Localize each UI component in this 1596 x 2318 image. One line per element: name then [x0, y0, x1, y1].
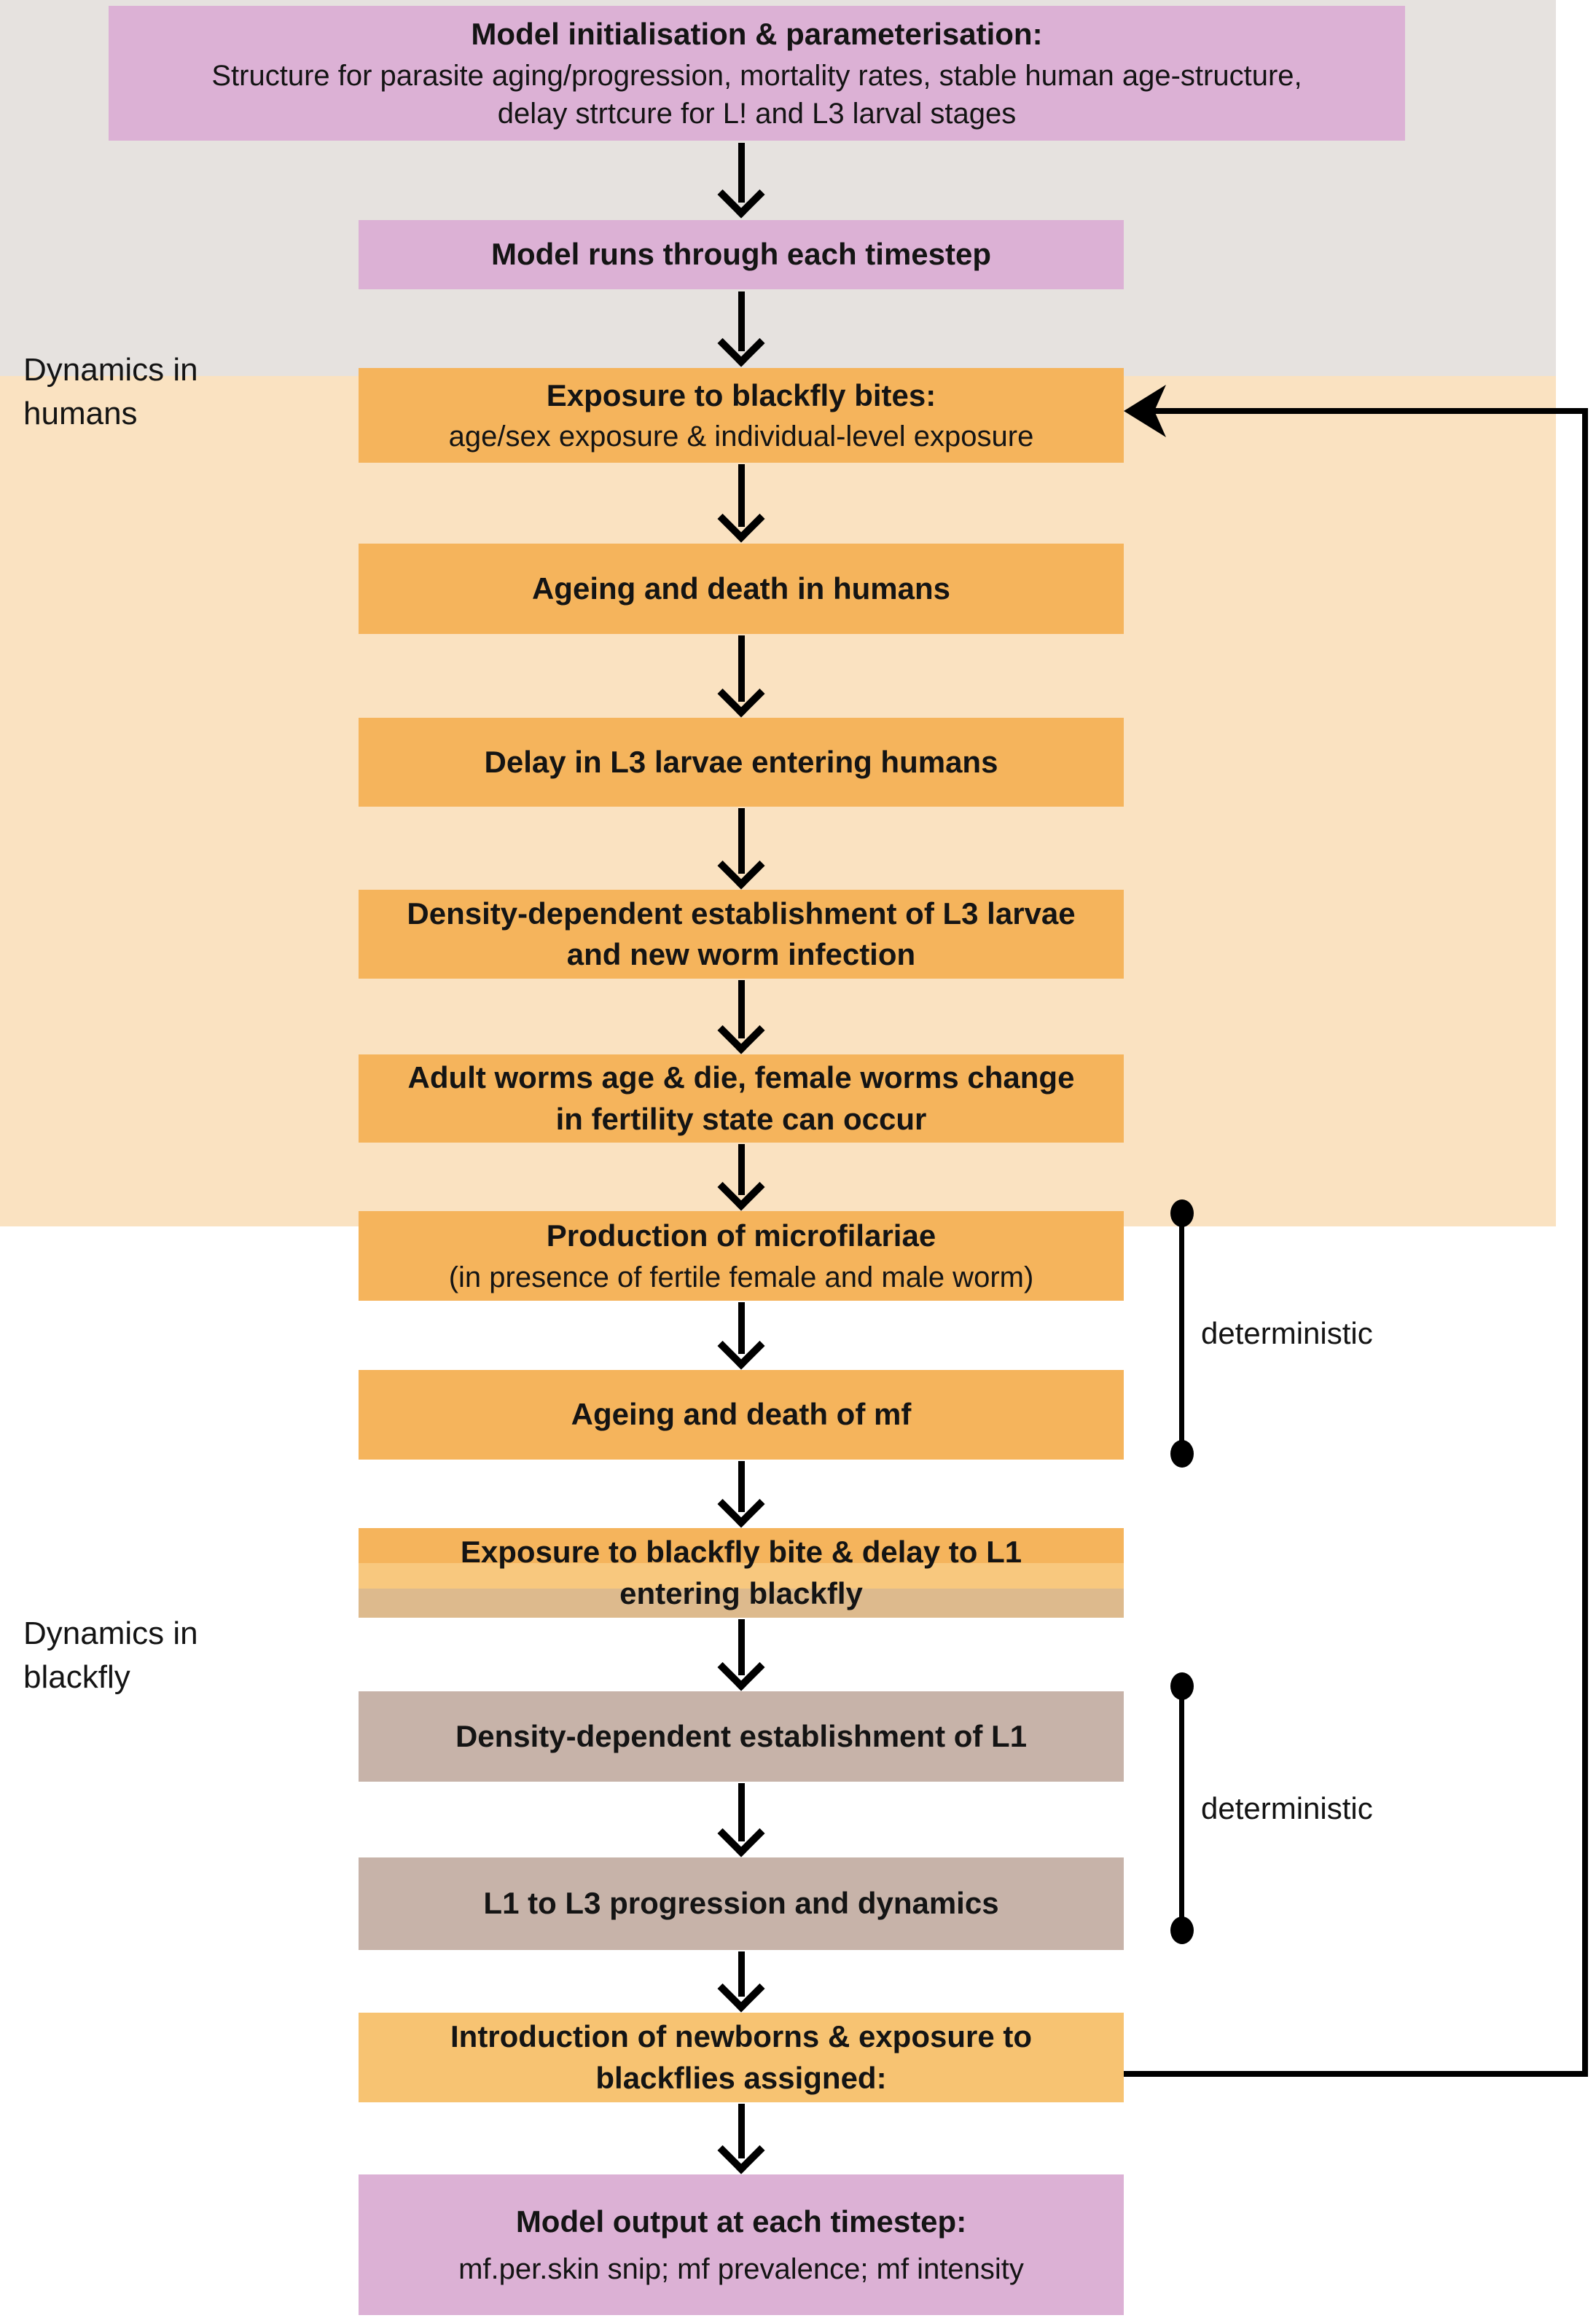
- node-body: age/sex exposure & individual-level expo…: [448, 420, 1034, 453]
- node-exposure-delay-l1: Exposure to blackfly bite & delay to L1 …: [359, 1528, 1124, 1618]
- node-title: Model initialisation & parameterisation:: [471, 17, 1043, 52]
- node-title: Model runs through each timestep: [490, 237, 992, 272]
- flow-arrow-down-12: [712, 1951, 770, 2007]
- flow-arrow-down-9: [712, 1461, 770, 1522]
- node-ageing-death-mf: Ageing and death of mf: [359, 1370, 1124, 1460]
- node-ageing-death-humans: Ageing and death in humans: [359, 544, 1124, 634]
- flow-arrow-down-13: [712, 2104, 770, 2169]
- node-model-output: Model output at each timestep: mf.per.sk…: [359, 2174, 1124, 2315]
- flow-arrow-down-4: [712, 635, 770, 712]
- node-title: Exposure to blackfly bites:: [546, 377, 936, 412]
- flow-arrow-down-7: [712, 1144, 770, 1205]
- deterministic-bracket-line-2: [1179, 1685, 1184, 1930]
- node-title: Model output at each timestep:: [515, 2204, 967, 2239]
- node-title: L1 to L3 progression and dynamics: [483, 1886, 999, 1921]
- bracket-dot-icon: [1170, 1440, 1194, 1468]
- node-title: Production of microfilariae: [546, 1218, 936, 1253]
- feedback-line-right: [1582, 408, 1588, 2077]
- dynamics-in-blackfly-label: Dynamics in blackfly: [23, 1616, 198, 1695]
- dynamics-in-humans-label: Dynamics in humans: [23, 352, 198, 431]
- flow-arrow-down-6: [712, 980, 770, 1049]
- feedback-line-bottom: [1124, 2071, 1588, 2077]
- node-title: Delay in L3 larvae entering humans: [484, 744, 998, 779]
- node-title: Introduction of newborns & exposure to b…: [450, 2019, 1032, 2095]
- node-model-initialisation: Model initialisation & parameterisation:…: [109, 6, 1405, 141]
- node-adult-worms-age-die: Adult worms age & die, female worms chan…: [359, 1054, 1124, 1143]
- feedback-arrowhead-left-icon: [1124, 385, 1166, 437]
- node-production-microfilariae: Production of microfilariae (in presence…: [359, 1211, 1124, 1301]
- flow-arrow-down-2: [712, 291, 770, 361]
- flow-arrow-down-10: [712, 1619, 770, 1685]
- node-title: Ageing and death of mf: [571, 1397, 912, 1432]
- node-l1-to-l3-progression: L1 to L3 progression and dynamics: [359, 1857, 1124, 1950]
- node-model-runs: Model runs through each timestep: [359, 220, 1124, 289]
- node-delay-l3-entering-humans: Delay in L3 larvae entering humans: [359, 718, 1124, 807]
- node-body: mf.per.skin snip; mf prevalence; mf inte…: [458, 2252, 1024, 2285]
- deterministic-label-2: deterministic: [1201, 1791, 1373, 1825]
- flow-arrow-down-5: [712, 808, 770, 884]
- node-exposure-blackfly-bites: Exposure to blackfly bites: age/sex expo…: [359, 368, 1124, 463]
- node-density-dependent-l3: Density-dependent establishment of L3 la…: [359, 890, 1124, 979]
- node-body: Structure for parasite aging/progression…: [211, 59, 1302, 130]
- deterministic-bracket-line-1: [1179, 1213, 1184, 1453]
- flow-arrow-down-3: [712, 464, 770, 537]
- deterministic-label-1: deterministic: [1201, 1316, 1373, 1350]
- bracket-dot-icon: [1170, 1916, 1194, 1944]
- node-title: Exposure to blackfly bite & delay to L1 …: [460, 1535, 1022, 1610]
- bracket-dot-icon: [1170, 1672, 1194, 1700]
- flow-arrow-down-1: [712, 143, 770, 213]
- flow-arrow-down-11: [712, 1783, 770, 1852]
- node-title: Density-dependent establishment of L1: [455, 1718, 1028, 1753]
- node-title: Density-dependent establishment of L3 la…: [407, 896, 1076, 971]
- node-body: (in presence of fertile female and male …: [448, 1261, 1034, 1293]
- node-title: Adult worms age & die, female worms chan…: [407, 1060, 1075, 1136]
- node-title: Ageing and death in humans: [531, 571, 951, 606]
- node-introduction-newborns: Introduction of newborns & exposure to b…: [359, 2013, 1124, 2102]
- flow-arrow-down-8: [712, 1302, 770, 1364]
- bracket-dot-icon: [1170, 1199, 1194, 1227]
- node-density-dependent-l1: Density-dependent establishment of L1: [359, 1691, 1124, 1782]
- feedback-line-top: [1144, 408, 1588, 414]
